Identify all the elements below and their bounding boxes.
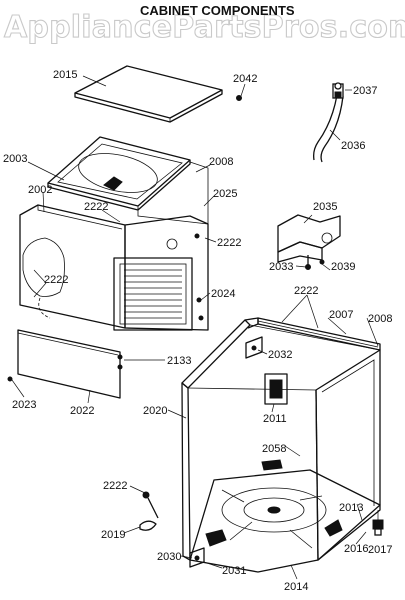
part-label-2008-top: 2008 bbox=[209, 156, 233, 168]
part-label-2007: 2007 bbox=[329, 309, 353, 321]
part-label-2033: 2033 bbox=[269, 261, 293, 273]
part-label-2039: 2039 bbox=[331, 261, 355, 273]
part-label-2030: 2030 bbox=[157, 551, 181, 563]
part-label-2017: 2017 bbox=[368, 544, 392, 556]
hose-clamp-part bbox=[139, 491, 159, 531]
part-label-2014: 2014 bbox=[284, 581, 308, 593]
part-label-2019: 2019 bbox=[101, 529, 125, 541]
part-label-2002: 2002 bbox=[28, 184, 52, 196]
top-frame-part bbox=[47, 136, 209, 225]
part-label-2024: 2024 bbox=[211, 288, 235, 300]
top-lid-part bbox=[74, 65, 223, 123]
part-label-2025: 2025 bbox=[213, 188, 237, 200]
part-label-2036: 2036 bbox=[341, 140, 365, 152]
part-label-2003: 2003 bbox=[3, 153, 27, 165]
lower-front-panel-part bbox=[7, 329, 123, 399]
pump-part bbox=[264, 373, 288, 405]
part-label-2222-right: 2222 bbox=[217, 237, 241, 249]
part-label-2023: 2023 bbox=[12, 399, 36, 411]
inlet-hose-part bbox=[312, 82, 352, 163]
part-label-2042: 2042 bbox=[233, 73, 257, 85]
leader-lines bbox=[11, 75, 379, 580]
part-label-2058: 2058 bbox=[262, 443, 286, 455]
back-panel-part bbox=[113, 215, 209, 331]
front-upper-panel-part bbox=[19, 204, 126, 329]
part-label-2016: 2016 bbox=[344, 543, 368, 555]
diagram-title: CABINET COMPONENTS bbox=[140, 3, 295, 18]
part-label-2222-top: 2222 bbox=[84, 201, 108, 213]
motor-bracket-part bbox=[277, 214, 341, 270]
part-label-2037: 2037 bbox=[353, 85, 377, 97]
part-label-2015: 2015 bbox=[53, 69, 77, 81]
part-label-2020: 2020 bbox=[143, 405, 167, 417]
main-cabinet-part bbox=[181, 317, 381, 573]
part-label-2022: 2022 bbox=[70, 405, 94, 417]
part-label-2222-cabinet: 2222 bbox=[294, 285, 318, 297]
part-label-2222-left: 2222 bbox=[44, 274, 68, 286]
watermark: AppliancePartsPros.com bbox=[4, 10, 405, 45]
part-label-2011: 2011 bbox=[263, 413, 287, 425]
part-labels: 2015 2042 2037 2036 2003 2008 2025 2002 … bbox=[3, 69, 392, 593]
part-label-2013: 2013 bbox=[339, 502, 363, 514]
part-label-2031: 2031 bbox=[222, 565, 246, 577]
leveling-leg-part bbox=[372, 510, 384, 536]
cabinet-bracket-part bbox=[245, 336, 263, 359]
part-label-2008-rail: 2008 bbox=[368, 313, 392, 325]
part-label-2133: 2133 bbox=[167, 355, 191, 367]
part-label-2035: 2035 bbox=[313, 201, 337, 213]
part-label-2032: 2032 bbox=[268, 349, 292, 361]
part-label-2222-bottom: 2222 bbox=[103, 480, 127, 492]
screw-part bbox=[236, 83, 246, 101]
